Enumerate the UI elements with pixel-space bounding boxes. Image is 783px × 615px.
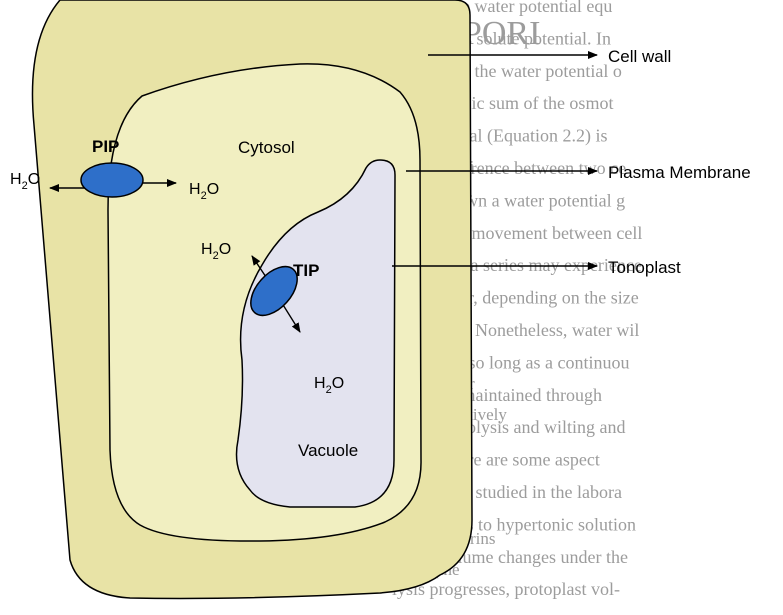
vacuole <box>235 159 396 508</box>
plasma-membrane-label: Plasma Membrane <box>608 163 751 182</box>
h2o-tip-top: H2O <box>201 241 231 262</box>
h2o-pip-inside: H2O <box>189 181 219 202</box>
cell-wall-label: Cell wall <box>608 47 671 66</box>
tonoplast-label: Tonoplast <box>608 258 681 277</box>
vacuole-label: Vacuole <box>298 441 358 460</box>
h2o-pip-outside: H2O <box>10 171 40 192</box>
background-text-line: lysis progresses, protoplast vol- <box>392 579 620 599</box>
pip-aquaporin <box>80 162 144 198</box>
tip-label: TIP <box>293 261 319 280</box>
h2o-tip-bottom: H2O <box>314 375 344 396</box>
cytosol-label: Cytosol <box>238 138 295 157</box>
pip-label: PIP <box>92 137 119 156</box>
tip-aquaporin <box>250 265 298 317</box>
